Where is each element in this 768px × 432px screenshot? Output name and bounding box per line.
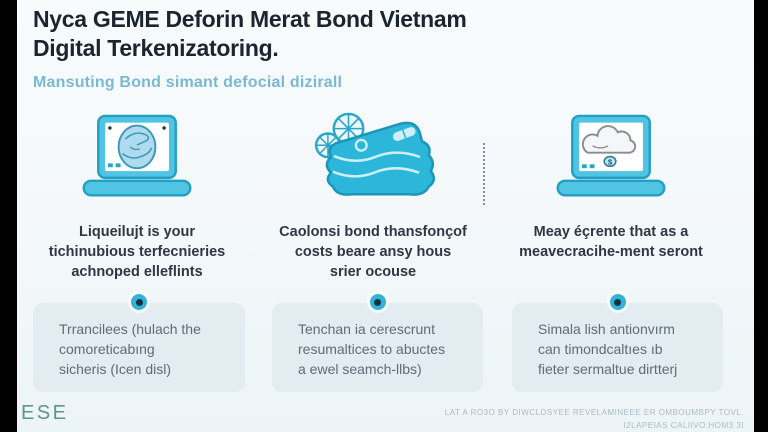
- card-text: Trrancilees (hulach the comoreticabıng s…: [59, 321, 201, 377]
- letterbox-left: [0, 0, 17, 432]
- feature-description: Caolonsi bond thansfonçof costs beare an…: [279, 224, 467, 280]
- card-text: Simala lish antionvırm can timondcaltıes…: [538, 321, 678, 377]
- feature-column-1: Liqueilujt is your tichinubious terfecni…: [31, 110, 243, 282]
- connector-dot-icon: [609, 294, 626, 310]
- slide-canvas: Nyca GEME Deforin Merat Bond Vietnam Dig…: [17, 0, 754, 432]
- dollar-glyph: $: [608, 157, 613, 166]
- footer-note-line2: I2LAPEIAS CALIIVO:HOM3 3I: [623, 421, 744, 430]
- slide-title: Nyca GEME Deforin Merat Bond Vietnam Dig…: [33, 6, 467, 62]
- feature-description: Liqueilujt is your tichinubious terfecni…: [48, 224, 226, 280]
- laptop-cloud-icon: $: [548, 110, 674, 208]
- feature-description: Meay éçrente that as a meavecracihe-ment…: [519, 224, 703, 260]
- info-card-1: Trrancilees (hulach the comoreticabıng s…: [33, 294, 245, 392]
- connector-dot-icon: [369, 294, 386, 310]
- footer-note-line1: LAT A RO3O BY DIWCLDSYEE REVELAMINEEE ER…: [444, 408, 744, 417]
- card-text: Tenchan ia cerescrunt resumaltices to ab…: [298, 321, 446, 377]
- coin-stack-gears-icon: [304, 110, 442, 208]
- info-card-2: Tenchan ia cerescrunt resumaltices to ab…: [272, 294, 483, 392]
- letterbox-right: [754, 0, 768, 432]
- footer-note: LAT A RO3O BY DIWCLDSYEE REVELAMINEEE ER…: [445, 406, 744, 432]
- dotted-separator: [483, 143, 485, 205]
- slide-subtitle: Mansuting Bond simant defocial dizirall: [33, 74, 343, 91]
- feature-column-2: Caolonsi bond thansfonçof costs beare an…: [265, 110, 481, 282]
- laptop-globe-icon: [74, 110, 200, 208]
- brand-logo: ESE: [21, 402, 69, 424]
- info-card-3: Simala lish antionvırm can timondcaltıes…: [512, 294, 723, 392]
- connector-dot-icon: [131, 294, 147, 310]
- feature-column-3: $ Meay éçrente that as a meavecracihe-me…: [505, 110, 717, 262]
